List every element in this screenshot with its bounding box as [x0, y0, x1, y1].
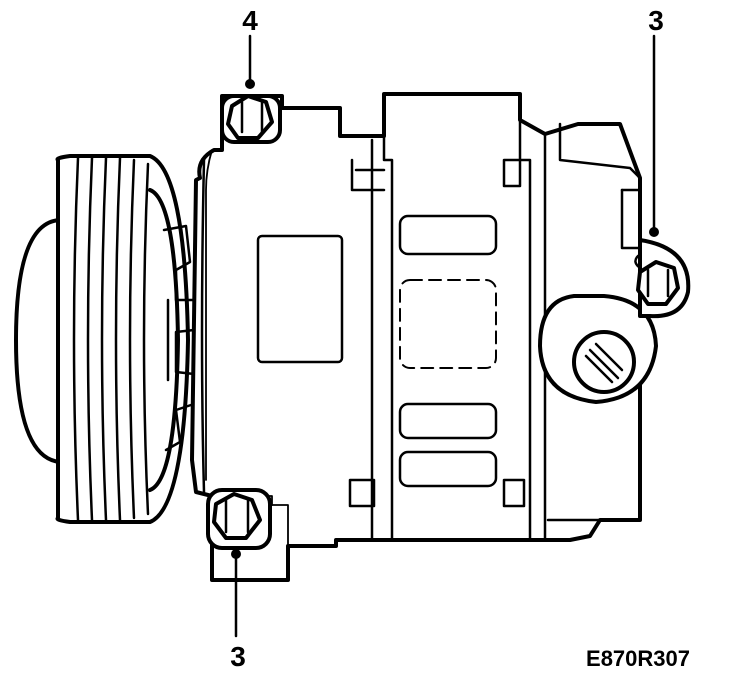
body-details	[256, 92, 642, 542]
callout-number-top-left: 4	[242, 5, 258, 36]
hex-bolt-icon	[636, 260, 680, 306]
callout-number-top-right: 3	[648, 5, 664, 36]
callout-number-bottom: 3	[230, 641, 246, 672]
callout-leaders	[231, 34, 659, 638]
figure-code: E870R307	[586, 646, 690, 671]
hex-bolt-icon	[220, 94, 282, 144]
front-housing	[190, 92, 642, 582]
hex-bolt-icon	[206, 488, 272, 550]
pulley	[14, 154, 196, 524]
